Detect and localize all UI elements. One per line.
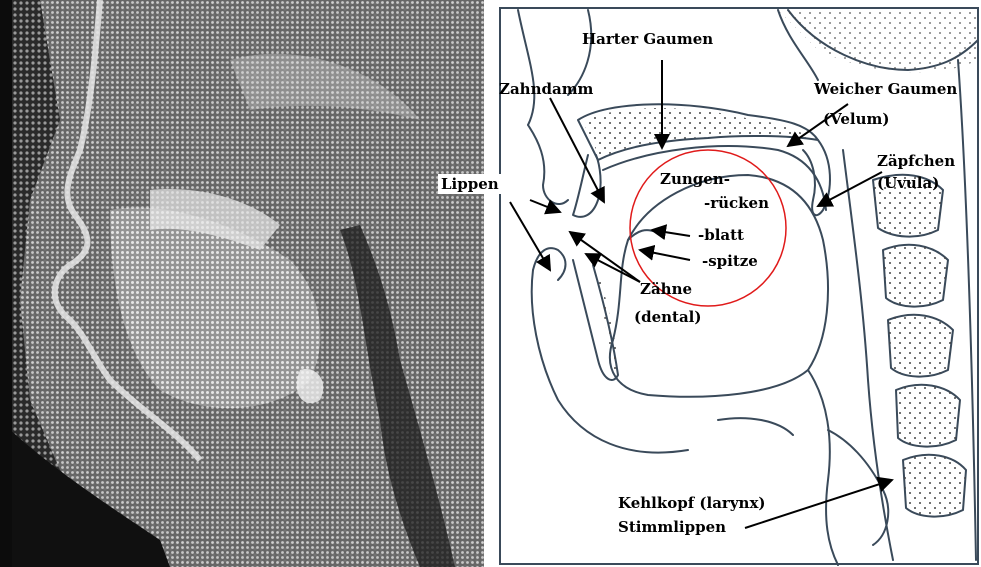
- label-kehlkopf: Kehlkopf (larynx): [618, 494, 766, 512]
- label-zaehne: Zähne: [640, 280, 692, 298]
- label-lippen: Lippen: [438, 174, 502, 194]
- xray-profile-image: [0, 0, 488, 567]
- label-zungen: Zungen-: [660, 170, 730, 188]
- label-zahndamm: Zahndamm: [499, 80, 593, 98]
- label-ruecken: -rücken: [704, 194, 769, 212]
- label-harter-gaumen: Harter Gaumen: [582, 30, 713, 48]
- label-uvula: (Uvula): [877, 174, 939, 192]
- label-spitze: -spitze: [702, 252, 758, 270]
- label-weicher-gaumen: Weicher Gaumen: [814, 80, 957, 98]
- label-stimmlippen: Stimmlippen: [618, 518, 726, 536]
- label-zaepfchen: Zäpfchen: [877, 152, 955, 170]
- label-blatt: -blatt: [698, 226, 744, 244]
- label-velum: (Velum): [823, 110, 889, 128]
- label-dental: (dental): [634, 308, 701, 326]
